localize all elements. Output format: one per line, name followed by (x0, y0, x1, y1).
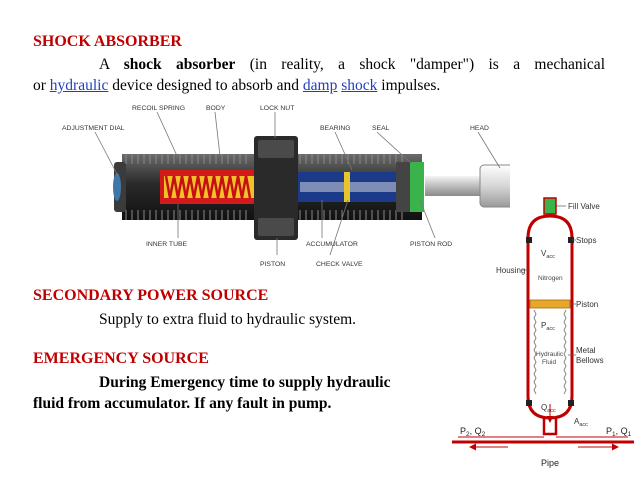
label-bellows: Bellows (576, 356, 604, 365)
p-acc-symbol: P (541, 321, 546, 330)
label-piston-rod: PISTON ROD (410, 241, 452, 248)
label-check-valve: CHECK VALVE (316, 261, 363, 268)
heading-secondary-power-source: SECONDARY POWER SOURCE (33, 287, 269, 304)
text-or: or (33, 77, 50, 94)
label-hydraulic: Hydraulic (536, 351, 564, 358)
label-seal: SEAL (372, 125, 390, 132)
p2-symbol: P (460, 426, 466, 436)
label-housing: Housing (496, 266, 525, 275)
label-adjustment-dial: ADJUSTMENT DIAL (62, 125, 125, 132)
accumulator-diagram: Fill Valve Stops Housing Piston Metal Be… (452, 197, 634, 468)
link-shock[interactable]: shock (341, 77, 378, 94)
label-p2-q2: P2, Q2 (460, 426, 486, 438)
metal-bellows-shape (533, 309, 567, 395)
q2-symbol: Q (475, 426, 482, 436)
piston-rod-inner-shape (300, 182, 410, 192)
text-d: impulses. (377, 77, 441, 94)
label-piston: Piston (576, 300, 598, 309)
label-recoil-spring: RECOIL SPRING (132, 105, 185, 112)
seal-shape (410, 162, 424, 212)
housing-shape (526, 214, 574, 420)
v-acc-symbol: V (541, 249, 547, 258)
fill-valve-shape (543, 197, 557, 215)
heading-shock-absorber: SHOCK ABSORBER (33, 33, 182, 50)
description-line-2: or hydraulic device designed to absorb a… (33, 75, 605, 96)
text-c: device designed to absorb and (108, 77, 303, 94)
stop-right-top (568, 237, 574, 243)
heading-emergency-source: EMERGENCY SOURCE (33, 350, 209, 367)
text-b: (in reality, a shock "damper") is a mech… (235, 56, 605, 73)
label-metal: Metal (576, 346, 596, 355)
p1-subscript: 1 (612, 431, 616, 438)
description-line-1: A shock absorber (in reality, a shock "d… (33, 54, 605, 75)
piston-shape (529, 299, 571, 309)
a-acc-symbol: A (574, 417, 580, 426)
p1-symbol: P (606, 426, 612, 436)
leader-lines (94, 111, 501, 256)
label-q-acc: Qacc (541, 403, 556, 414)
label-p1-q1: P1, Q1 (606, 426, 632, 438)
label-inner-tube: INNER TUBE (146, 241, 188, 248)
label-p-acc: Pacc (541, 321, 555, 332)
q2-subscript: 2 (482, 431, 486, 438)
emergency-line-2: fluid from accumulator. If any fault in … (33, 395, 332, 412)
link-damp[interactable]: damp (302, 77, 338, 94)
piston-rod-shape (425, 176, 497, 196)
label-a-acc: Aacc (574, 417, 588, 428)
text-a: A (99, 56, 124, 73)
recoil-spring-shape (164, 175, 252, 199)
label-body: BODY (206, 105, 226, 112)
label-pipe: Pipe (541, 458, 559, 468)
label-piston: PISTON (260, 261, 285, 268)
adjustment-dial-face (113, 173, 121, 201)
stop-left-top (526, 237, 532, 243)
shock-absorber-diagram: ADJUSTMENT DIAL RECOIL SPRING BODY LOCK … (62, 105, 510, 268)
lock-nut-bottom-face (258, 218, 294, 236)
emergency-line-1: During Emergency time to supply hydrauli… (99, 374, 391, 391)
v-acc-subscript: acc (546, 254, 555, 260)
q1-symbol: Q (621, 426, 628, 436)
label-fill-valve: Fill Valve (568, 202, 600, 211)
lock-nut-top-face (258, 140, 294, 158)
label-bearing: BEARING (320, 125, 351, 132)
secondary-power-text: Supply to extra fluid to hydraulic syste… (99, 311, 357, 328)
label-fluid: Fluid (542, 359, 556, 366)
p-acc-subscript: acc (546, 326, 555, 332)
stop-right-bottom (568, 400, 574, 406)
label-head: HEAD (470, 125, 489, 132)
check-valve-shape (344, 172, 350, 202)
label-v-acc: Vacc (541, 249, 555, 260)
q-acc-symbol: Q (541, 403, 547, 412)
label-stops: Stops (576, 236, 596, 245)
acc-leader-lines (522, 205, 576, 356)
shock-absorber-description: A shock absorber (in reality, a shock "d… (33, 54, 605, 96)
a-acc-subscript: acc (579, 422, 588, 428)
label-accumulator: ACCUMULATOR (306, 241, 358, 248)
stop-left-bottom (526, 400, 532, 406)
p2-subscript: 2 (466, 431, 470, 438)
q1-subscript: 1 (628, 431, 632, 438)
lock-nut-shape (254, 136, 298, 240)
bold-term: shock absorber (123, 56, 236, 73)
label-lock-nut: LOCK NUT (260, 105, 294, 112)
head-shape (479, 164, 510, 208)
label-nitrogen: Nitrogen (538, 275, 563, 282)
link-hydraulic[interactable]: hydraulic (49, 77, 109, 94)
q-acc-subscript: acc (547, 408, 556, 414)
bearing-shape (396, 162, 410, 212)
